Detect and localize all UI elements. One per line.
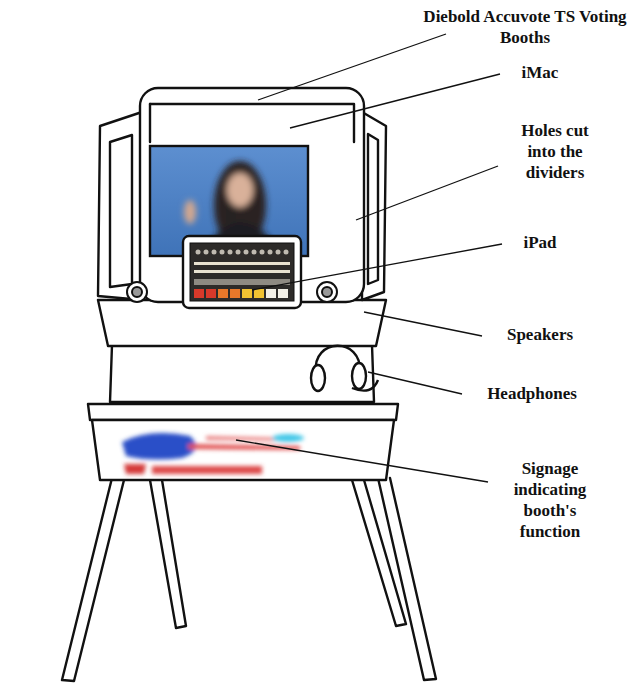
leader-line bbox=[236, 440, 488, 482]
housing-bezel bbox=[150, 104, 354, 142]
table-lip bbox=[88, 404, 398, 420]
leader-line bbox=[258, 34, 446, 100]
callout-label: Holes cut into the dividers bbox=[505, 120, 605, 183]
callout-label: Headphones bbox=[462, 383, 602, 404]
divider-hole bbox=[110, 135, 132, 287]
leader-line bbox=[364, 312, 482, 336]
booth-base bbox=[110, 345, 374, 402]
callout-label: Speakers bbox=[485, 324, 595, 345]
imac-housing bbox=[140, 88, 364, 302]
callout-label: iMac bbox=[500, 62, 580, 83]
leader-line bbox=[252, 244, 502, 290]
booth-leg bbox=[150, 480, 186, 628]
booth-leg bbox=[62, 478, 124, 681]
leader-line bbox=[290, 74, 500, 128]
headphones bbox=[311, 346, 378, 391]
speaker-cone bbox=[132, 287, 142, 297]
right-divider bbox=[362, 112, 386, 300]
leader-line bbox=[356, 166, 498, 220]
ipad bbox=[183, 236, 301, 308]
callout-label: Diebold Accuvote TS Voting Booths bbox=[420, 6, 630, 48]
booth-leg bbox=[378, 478, 436, 680]
table-top bbox=[92, 420, 394, 480]
callout-label: Signage indicating booth's function bbox=[495, 458, 605, 542]
leader-line bbox=[368, 372, 462, 394]
callout-label: iPad bbox=[505, 232, 575, 253]
speaker bbox=[317, 282, 337, 302]
housing-bezel bbox=[149, 104, 151, 142]
booth-signage bbox=[122, 433, 304, 474]
speaker-cone bbox=[322, 287, 332, 297]
left-divider bbox=[98, 112, 142, 300]
speaker bbox=[127, 282, 147, 302]
divider-hole bbox=[368, 134, 378, 284]
